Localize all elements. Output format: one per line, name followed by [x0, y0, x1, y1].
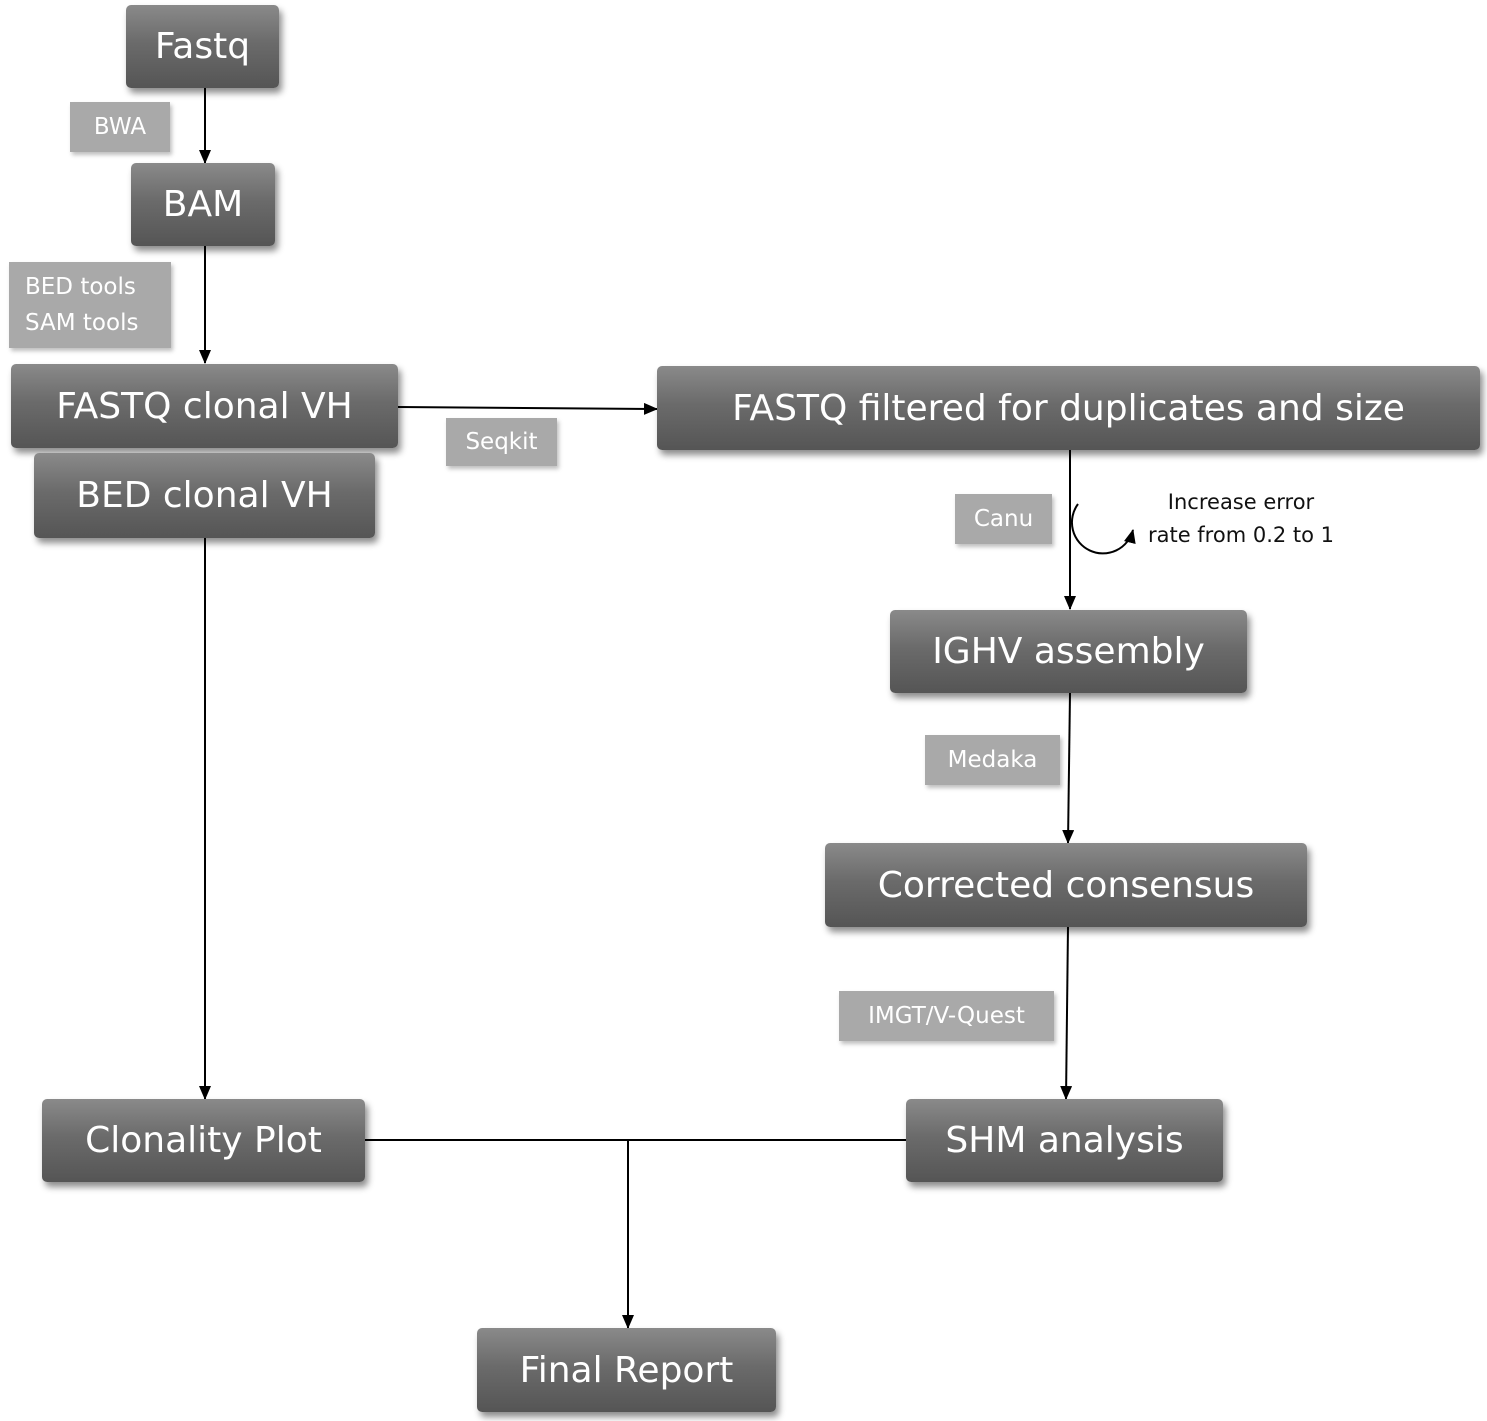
- tool-bed-tools-label: BED tools: [25, 274, 136, 300]
- node-corrected-consensus: Corrected consensus: [825, 843, 1307, 927]
- tool-sam-tools-label: SAM tools: [25, 310, 139, 336]
- tool-medaka: Medaka: [925, 735, 1060, 785]
- edge-consensus-shm: [1060, 925, 1073, 1100]
- tool-imgt-vquest: IMGT/V-Quest: [839, 991, 1054, 1041]
- node-ighv-assembly: IGHV assembly: [890, 610, 1247, 693]
- node-bam: BAM: [131, 163, 275, 246]
- edge-ighv-consensus: [1062, 692, 1075, 844]
- tool-bed-sam: BED tools SAM tools: [9, 262, 171, 348]
- node-shm-analysis: SHM analysis: [906, 1099, 1223, 1182]
- loop-note-line1: Increase error: [1167, 490, 1315, 514]
- loop-note: Increase error rate from 0.2 to 1: [1146, 486, 1336, 552]
- tool-seqkit: Seqkit: [446, 418, 557, 466]
- node-bed-clonal-vh: BED clonal VH: [34, 453, 375, 538]
- node-fastq-clonal-vh: FASTQ clonal VH: [11, 364, 398, 448]
- node-fastq-filtered: FASTQ filtered for duplicates and size: [657, 366, 1480, 450]
- loop-note-line2: rate from 0.2 to 1: [1147, 523, 1335, 547]
- edge-clonal-filtered: [397, 402, 658, 415]
- node-fastq: Fastq: [126, 5, 279, 88]
- node-final-report: Final Report: [477, 1328, 776, 1412]
- tool-bwa: BWA: [70, 102, 170, 152]
- loop-arrow: [1070, 503, 1136, 555]
- node-clonality-plot: Clonality Plot: [42, 1099, 365, 1182]
- tool-canu: Canu: [955, 494, 1052, 544]
